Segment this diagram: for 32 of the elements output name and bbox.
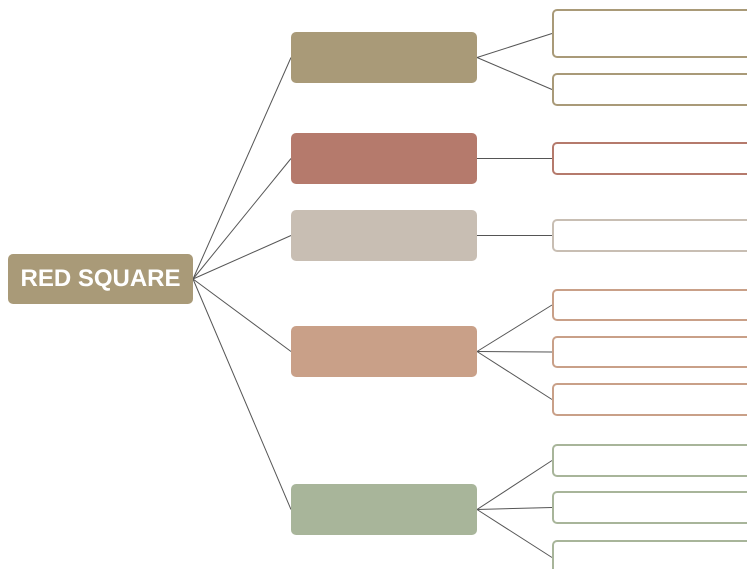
empty-box bbox=[552, 9, 747, 58]
empty-box bbox=[291, 133, 477, 184]
empty-box bbox=[552, 73, 747, 106]
connector-line bbox=[192, 278, 292, 510]
connector-line bbox=[192, 57, 292, 280]
empty-box bbox=[552, 491, 747, 524]
empty-box bbox=[552, 444, 747, 477]
connector-line bbox=[476, 460, 552, 510]
topic-box bbox=[8, 254, 193, 304]
connector-line bbox=[476, 33, 552, 58]
empty-box bbox=[291, 326, 477, 377]
empty-box bbox=[552, 540, 747, 569]
connector-line bbox=[476, 509, 552, 558]
empty-box bbox=[552, 219, 747, 252]
empty-box bbox=[291, 32, 477, 83]
connector-line bbox=[192, 278, 292, 352]
connector-line bbox=[476, 351, 552, 400]
empty-box bbox=[552, 289, 747, 321]
connector-line bbox=[192, 158, 292, 280]
connector-line bbox=[476, 304, 552, 352]
connector-line bbox=[476, 351, 552, 352]
empty-box bbox=[552, 142, 747, 175]
connector-line bbox=[476, 235, 552, 236]
connector-line bbox=[192, 235, 292, 280]
empty-box bbox=[291, 484, 477, 535]
empty-box bbox=[552, 383, 747, 416]
connector-line bbox=[476, 57, 552, 90]
connector-line bbox=[476, 507, 552, 510]
connector-line bbox=[476, 158, 552, 159]
empty-box bbox=[552, 336, 747, 368]
empty-box bbox=[291, 210, 477, 261]
topic-label: RED SQUARE bbox=[20, 265, 181, 293]
